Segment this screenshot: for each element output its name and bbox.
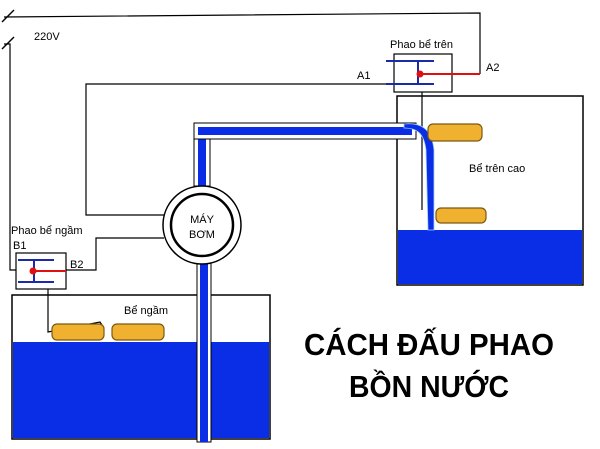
pump-inner-ring <box>169 192 235 258</box>
pump-label-line1: MÁY <box>190 213 215 226</box>
top-float-upper <box>427 123 483 142</box>
title: CÁCH ĐẤU PHAO BỒN NƯỚC <box>304 327 554 404</box>
wire-a1-to-pump <box>85 83 394 216</box>
top-float-lower <box>435 207 487 224</box>
suction-pipe-water <box>200 262 208 442</box>
bottom-float-label: Phao bể ngầm <box>11 225 83 237</box>
top-switch-contact-dot <box>416 70 424 78</box>
pipes <box>193 122 435 443</box>
bottom-tank-water <box>13 342 269 438</box>
a1-label: A1 <box>357 70 370 82</box>
bottom-tank <box>11 294 271 440</box>
bottom-float-upper <box>51 323 105 341</box>
outflow-stream <box>403 123 435 231</box>
voltage-label: 220V <box>34 31 60 43</box>
b2-label: B2 <box>70 259 83 271</box>
top-tank-label: Bể trên cao <box>469 163 525 175</box>
floats <box>51 123 487 341</box>
bottom-float-lower <box>111 323 165 341</box>
top-tank-wall <box>396 95 584 286</box>
top-tank <box>396 95 584 286</box>
top-tank-water <box>398 230 582 284</box>
top-float-switch <box>386 53 480 93</box>
pump-label-line2: BƠM <box>189 229 215 241</box>
bottom-tank-label: Bể ngầm <box>124 305 168 317</box>
wire-phase-top <box>3 12 481 74</box>
bottom-switch-contact-dot <box>29 267 37 275</box>
wire-b2-to-pump <box>66 237 164 271</box>
b1-label: B1 <box>13 240 26 252</box>
bottom-tank-wall <box>11 294 271 440</box>
discharge-pipe-vertical-water <box>198 127 206 186</box>
labels: 220V Phao bể trên A1 A2 Bể trên cao MÁY … <box>11 31 525 317</box>
title-line2: BỒN NƯỚC <box>349 368 509 404</box>
bottom-float-switch <box>15 252 67 290</box>
a2-label: A2 <box>486 62 499 74</box>
discharge-pipe-horizontal-water <box>198 127 412 135</box>
pump <box>162 185 242 265</box>
source-switch-marks <box>1 9 15 50</box>
top-float-label: Phao bể trên <box>390 39 453 51</box>
title-line1: CÁCH ĐẤU PHAO <box>304 327 554 362</box>
